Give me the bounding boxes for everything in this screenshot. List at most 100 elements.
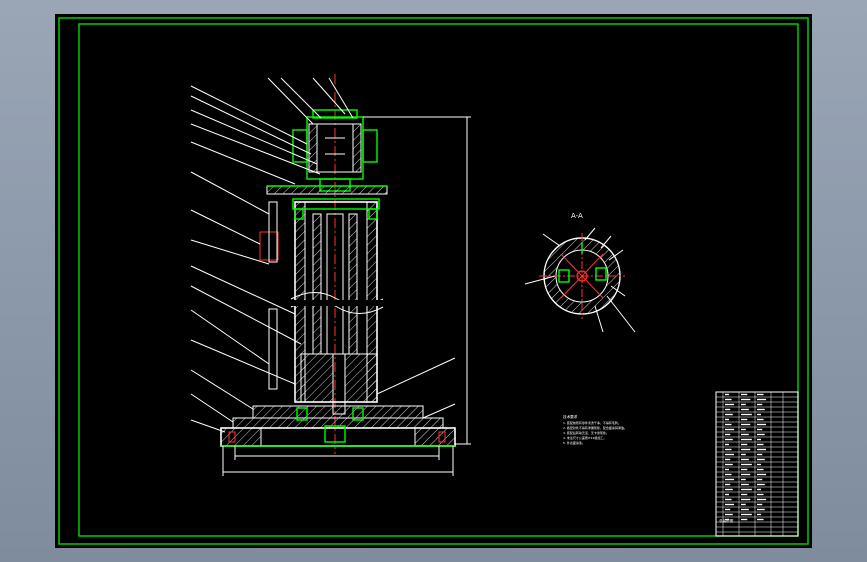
parts-list-cell-mark: [725, 478, 734, 481]
top-hatch-right: [352, 123, 362, 173]
parts-list-cell-mark: [741, 423, 751, 426]
parts-list-cell-mark: [725, 493, 729, 496]
parts-list-cell-mark: [741, 438, 752, 441]
parts-list-cell-mark: [725, 438, 733, 441]
parts-list-cell-mark: [725, 468, 729, 471]
foot-hatch-left: [220, 427, 262, 447]
parts-list-cell-mark: [757, 478, 763, 481]
parts-list-cell-mark: [757, 458, 765, 461]
section-label: A-A: [571, 212, 583, 220]
parts-list-cell-mark: [725, 513, 733, 516]
top-fastener-left: [294, 208, 304, 220]
column-top-plate: [292, 198, 380, 210]
top-cap: [312, 109, 358, 119]
title-block-label: 总装配图: [719, 518, 734, 523]
parts-list-cell-mark: [725, 398, 732, 401]
base-plate: [252, 405, 424, 419]
parts-list-cell-mark: [725, 428, 734, 431]
parts-list-cell-mark: [741, 513, 752, 516]
parts-list-cell-mark: [725, 413, 733, 416]
parts-list-cell-mark: [757, 473, 766, 476]
parts-list-cell-mark: [757, 408, 765, 411]
inner-wall-left: [312, 213, 322, 355]
parts-list-cell-mark: [725, 488, 733, 491]
note-line-1: 1. 装配前所有零件清洗干净，不得有毛刺。: [563, 420, 621, 425]
anchor-right: [438, 431, 446, 443]
parts-list-cell-mark: [757, 483, 765, 486]
top-fastener-right: [368, 208, 378, 220]
parts-list-cell-mark: [741, 433, 749, 436]
section-view-a-a: A-A: [524, 212, 636, 333]
parts-list-cell-mark: [757, 498, 766, 501]
upper-flange: [266, 185, 388, 195]
parts-list-cell-mark: [757, 428, 763, 431]
parts-list-cell-mark: [741, 488, 752, 491]
section-key-right: [595, 267, 607, 281]
parts-list-cell-mark: [741, 443, 748, 446]
parts-list-cell-mark: [741, 503, 746, 506]
anchor-left: [228, 431, 236, 443]
parts-list-cell-mark: [741, 458, 749, 461]
top-hatch-left: [308, 123, 318, 173]
outer-border: [58, 17, 809, 545]
parts-list-cell-mark: [757, 393, 764, 396]
parts-list-cell-mark: [741, 473, 751, 476]
main-elevation-view: [190, 74, 471, 476]
parts-list-cell-mark: [757, 398, 766, 401]
parts-list-cell-mark: [725, 483, 731, 486]
parts-list-cell-mark: [757, 443, 764, 446]
parts-list-cell-mark: [725, 463, 733, 466]
parts-list-cell-mark: [741, 418, 748, 421]
parts-list-cell-mark: [725, 508, 731, 511]
drawing-sheet: A-A 技术要求 1. 装配前所有零件清洗干净，不得有毛刺。 2. 各密封处不得…: [55, 14, 812, 548]
parts-list-cell-mark: [757, 418, 764, 421]
parts-list-cell-mark: [741, 483, 749, 486]
right-lug: [362, 129, 378, 163]
parts-list-cell-mark: [741, 408, 749, 411]
inner-border: [78, 23, 799, 537]
parts-list-entries: [725, 393, 766, 521]
parts-list-cell-mark: [741, 403, 746, 406]
bottom-nut: [324, 425, 346, 443]
parts-list-cell-mark: [757, 448, 766, 451]
lower-hatch-right: [344, 353, 378, 403]
parts-list-cell-mark: [725, 408, 731, 411]
parts-list-cell-mark: [741, 428, 746, 431]
parts-list-cell-mark: [757, 463, 761, 466]
note-line-3: 3. 装配后转动灵活，无卡滞现象。: [563, 430, 609, 435]
parts-list-table: 总装配图: [715, 391, 799, 537]
side-tube-upper: [268, 201, 278, 263]
parts-list-cell-mark: [725, 473, 732, 476]
base-bolt-right: [352, 407, 364, 421]
parts-list-cell-mark: [725, 433, 731, 436]
notes-title: 技术要求: [563, 414, 578, 419]
break-gap: [291, 300, 383, 306]
parts-list-cell-mark: [741, 448, 751, 451]
parts-list-cell-mark: [725, 443, 729, 446]
side-tube-lower: [268, 308, 278, 390]
parts-list-cell-mark: [741, 518, 748, 521]
parts-list-cell-mark: [757, 488, 761, 491]
section-key-left: [558, 269, 570, 283]
parts-list-cell-mark: [757, 438, 761, 441]
section-leaders: [524, 227, 636, 333]
note-line-4: 4. 未注尺寸公差按IT12级加工。: [563, 435, 606, 440]
parts-list-cell-mark: [725, 453, 734, 456]
note-line-2: 2. 各密封处不得有渗漏现象，配合面涂润滑油。: [563, 425, 627, 430]
parts-list-cell-mark: [725, 448, 732, 451]
parts-list-cell-mark: [741, 508, 749, 511]
parts-list-cell-mark: [757, 508, 765, 511]
parts-list-cell-mark: [725, 498, 732, 501]
parts-list-cell-mark: [725, 518, 729, 521]
foot-hatch-right: [414, 427, 456, 447]
parts-list-cell-mark: [741, 393, 748, 396]
technical-notes: 技术要求 1. 装配前所有零件清洗干净，不得有毛刺。 2. 各密封处不得有渗漏现…: [563, 414, 627, 445]
parts-list-cell-mark: [725, 418, 729, 421]
parts-list-columns: [722, 392, 784, 536]
parts-list-cell-mark: [757, 468, 764, 471]
parts-list-cell-mark: [725, 503, 734, 506]
leader-lines-right: [267, 77, 456, 419]
left-lug: [292, 129, 308, 163]
inner-wall-right: [348, 213, 358, 355]
